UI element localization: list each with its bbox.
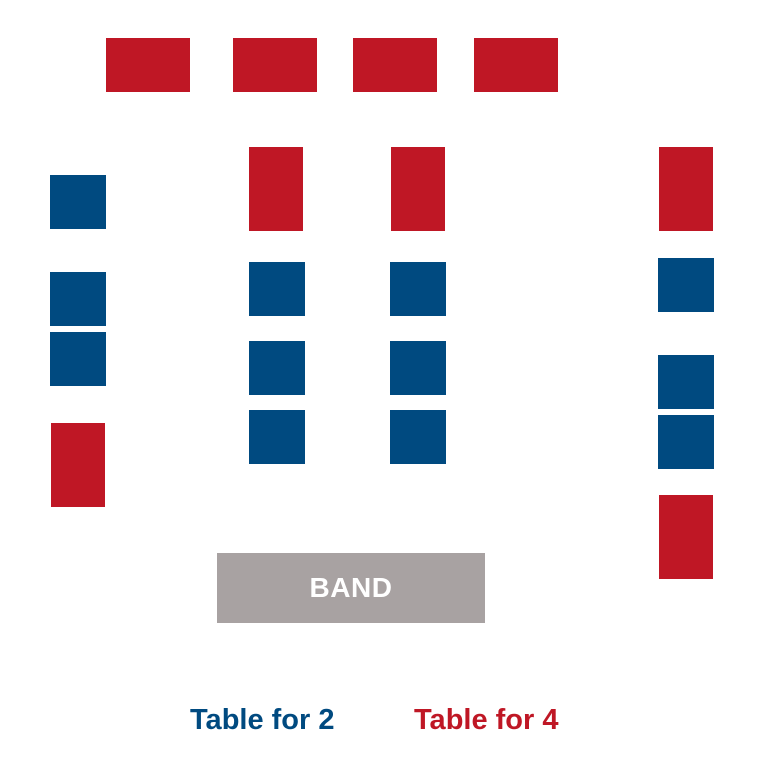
table-for-2 [658, 355, 714, 409]
table-for-2 [249, 410, 305, 464]
table-for-4 [659, 147, 713, 231]
band-label: BAND [309, 572, 393, 603]
table-for-2 [249, 341, 305, 395]
table-for-4 [51, 423, 105, 507]
table-for-2 [50, 175, 106, 229]
table-for-4 [474, 38, 558, 92]
table-for-4 [233, 38, 317, 92]
table-for-4 [659, 495, 713, 579]
legend-table-for-4: Table for 4 [414, 704, 559, 736]
band-stage: BAND [217, 553, 485, 623]
table-for-2 [390, 341, 446, 395]
table-for-4 [353, 38, 437, 92]
table-for-4 [106, 38, 190, 92]
legend-table-for-2: Table for 2 [190, 704, 335, 736]
table-for-2 [50, 272, 106, 326]
table-for-4 [391, 147, 445, 231]
table-for-4 [249, 147, 303, 231]
table-for-2 [658, 415, 714, 469]
table-for-2 [658, 258, 714, 312]
table-for-2 [390, 410, 446, 464]
table-for-2 [50, 332, 106, 386]
table-for-2 [249, 262, 305, 316]
table-for-2 [390, 262, 446, 316]
